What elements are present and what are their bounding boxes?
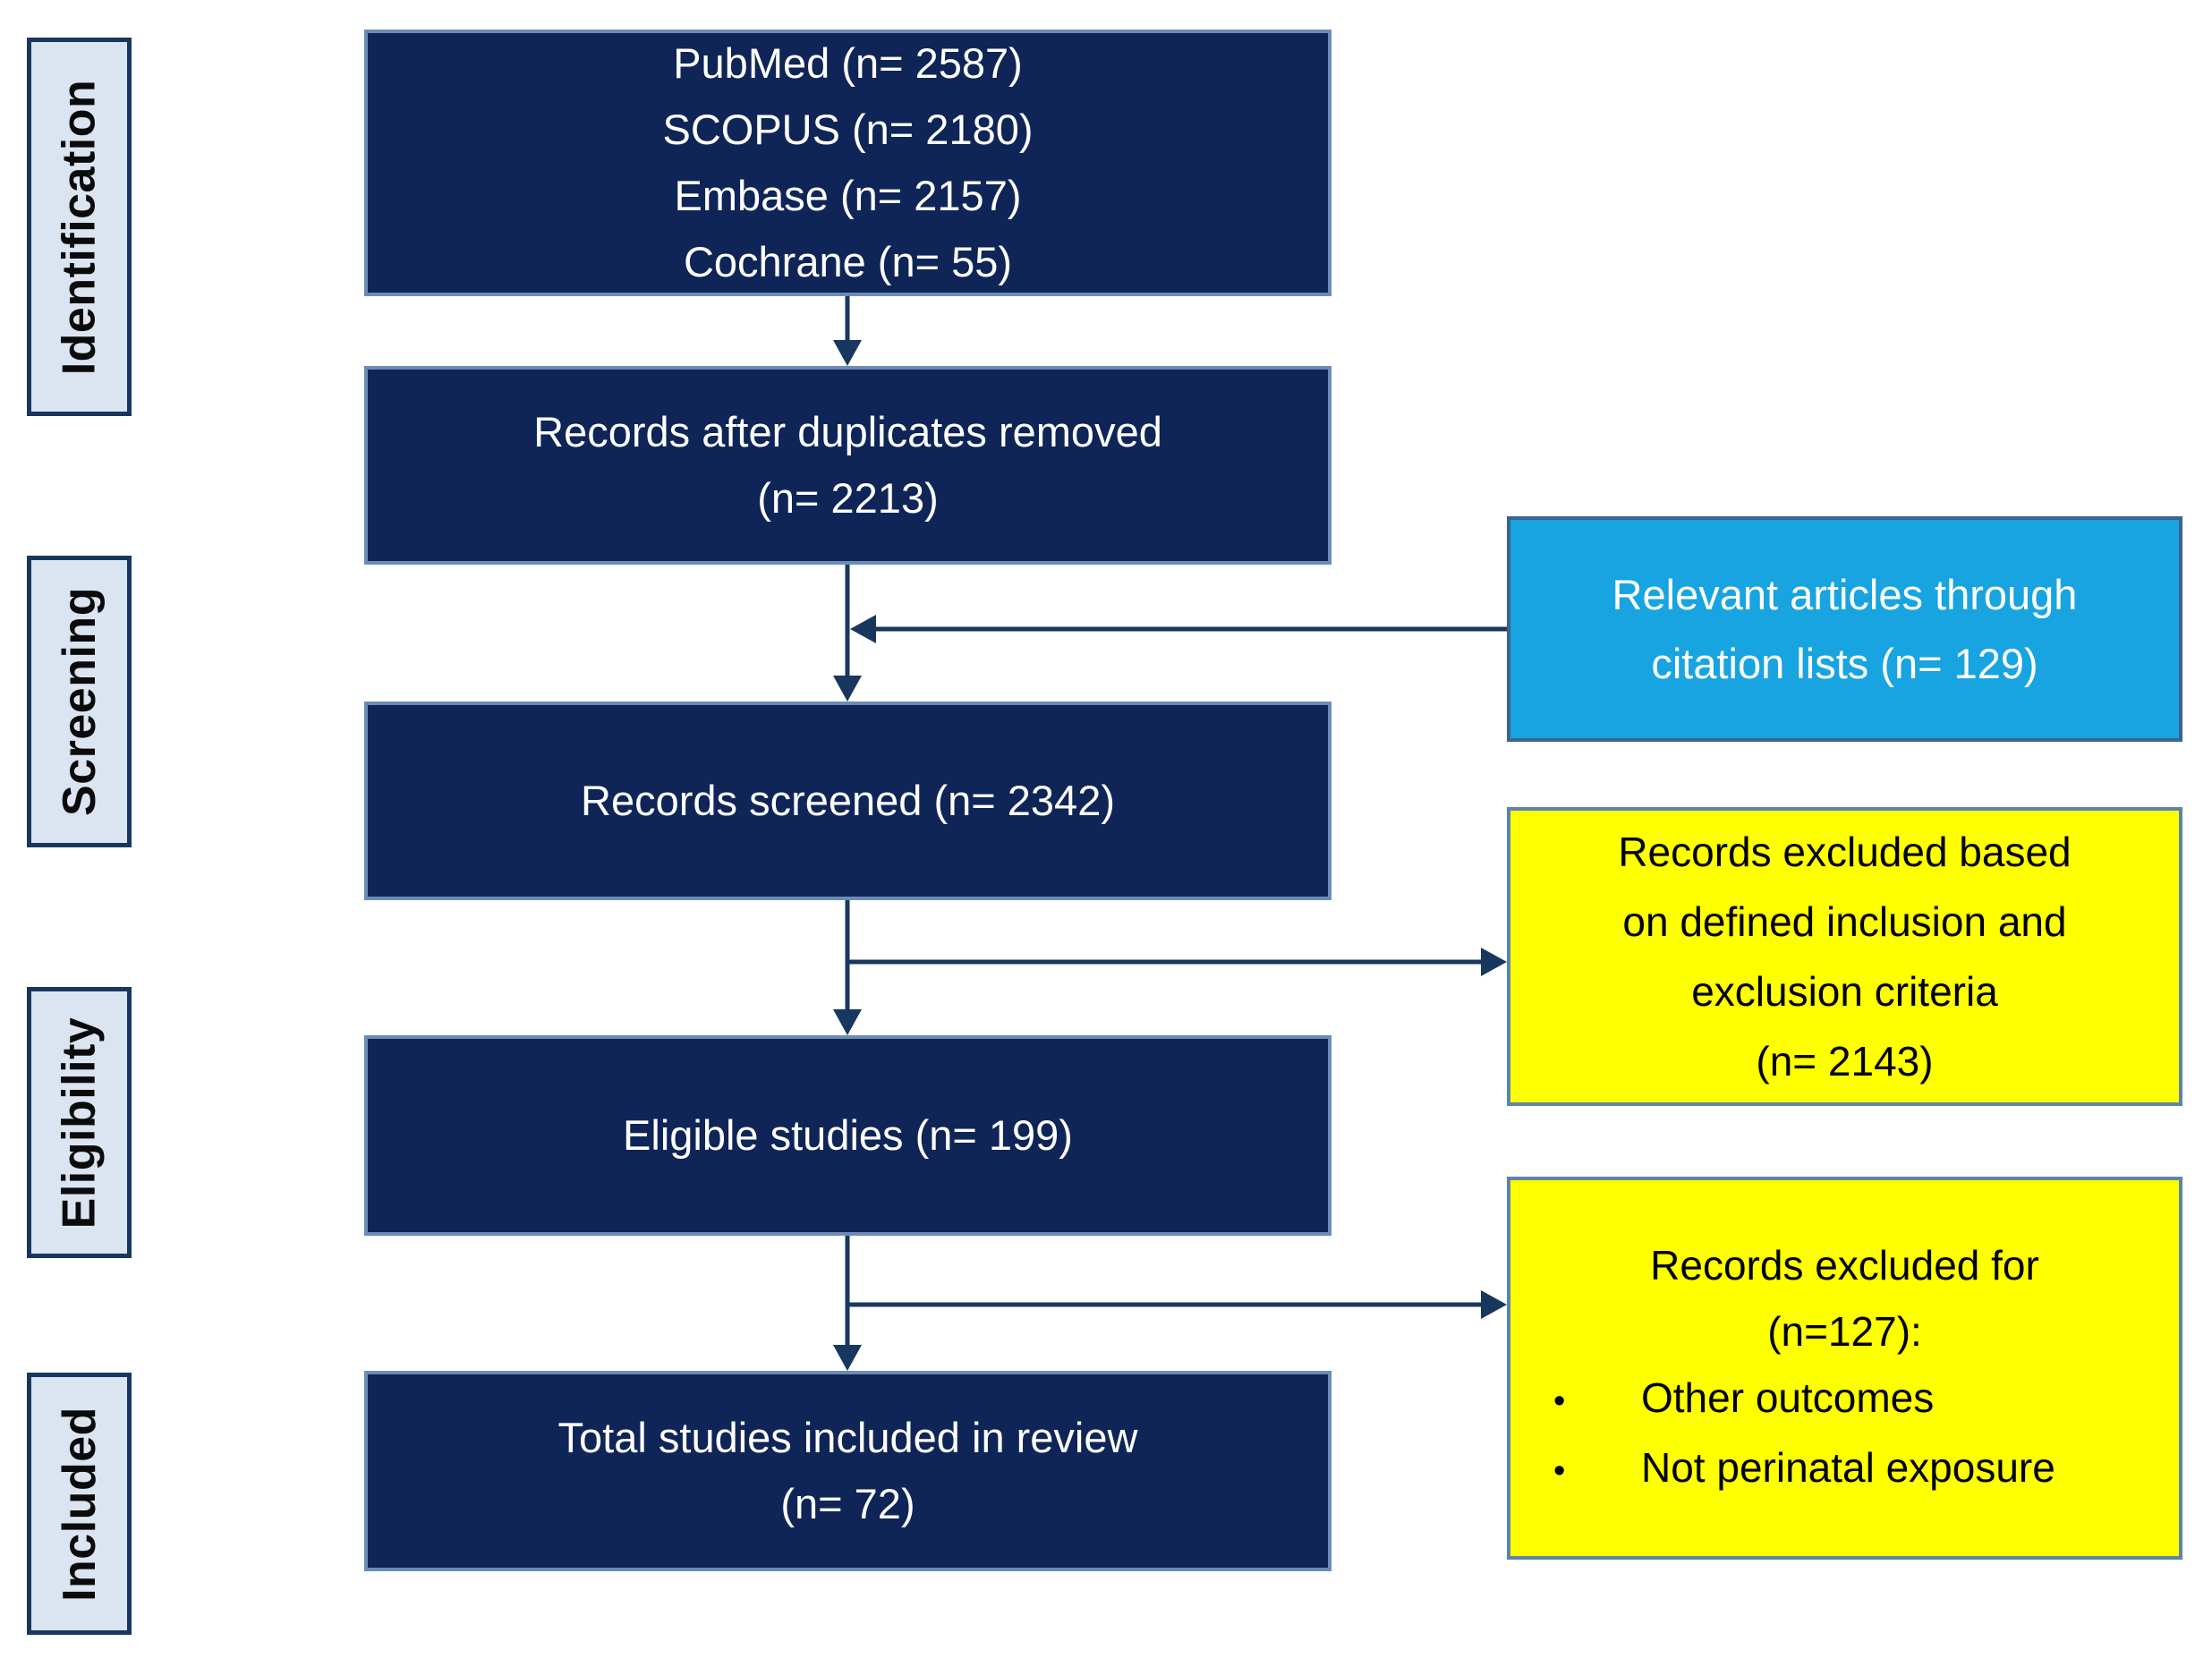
excluded-criteria-line3: exclusion criteria (1691, 968, 1998, 1015)
citation-articles-line2: citation lists (n= 129) (1651, 640, 2038, 687)
excluded-reason-not-perinatal: Not perinatal exposure (1641, 1444, 2055, 1491)
excluded-criteria-line2: on defined inclusion and (1622, 898, 2067, 945)
stage-label-screening-text: Screening (53, 587, 106, 816)
box-records-after-duplicates: Records after duplicates removed (n= 221… (364, 366, 1331, 565)
box-eligible-studies: Eligible studies (n= 199) (364, 1035, 1331, 1236)
citation-articles-line1: Relevant articles through (1612, 571, 2078, 618)
box-total-included: Total studies included in review (n= 72) (364, 1371, 1331, 1571)
records-after-duplicates-count: (n= 2213) (757, 474, 939, 522)
total-included-count: (n= 72) (780, 1480, 915, 1527)
bullet-icon: • (1553, 1452, 1566, 1490)
arrow-duplicates-to-screened (833, 565, 862, 702)
stage-label-included-text: Included (53, 1406, 106, 1602)
stage-label-eligibility-text: Eligibility (53, 1016, 106, 1229)
excluded-reason-item: • Other outcomes (1510, 1365, 2179, 1434)
stage-label-screening: Screening (27, 556, 132, 847)
source-embase: Embase (n= 2157) (674, 172, 1022, 219)
arrow-screened-to-eligible (833, 900, 862, 1035)
box-excluded-criteria: Records excluded based on defined inclus… (1507, 807, 2182, 1106)
arrow-sources-to-duplicates (833, 296, 862, 366)
excluded-reasons-heading: Records excluded for (1650, 1242, 2039, 1289)
source-scopus: SCOPUS (n= 2180) (662, 106, 1034, 153)
arrow-eligible-to-excluded-reasons (847, 1290, 1507, 1319)
arrow-eligible-to-total (833, 1236, 862, 1371)
excluded-reason-item: • Not perinatal exposure (1510, 1434, 2179, 1504)
box-citation-articles: Relevant articles through citation lists… (1507, 516, 2182, 742)
excluded-reasons-count: (n=127): (1767, 1308, 1922, 1355)
records-after-duplicates-text: Records after duplicates removed (533, 408, 1162, 455)
total-included-text: Total studies included in review (557, 1414, 1138, 1461)
records-screened-text: Records screened (n= 2342) (581, 777, 1115, 824)
source-cochrane: Cochrane (n= 55) (683, 238, 1013, 285)
eligible-studies-text: Eligible studies (n= 199) (623, 1111, 1073, 1159)
stage-label-identification-text: Identification (53, 79, 106, 375)
stage-label-eligibility: Eligibility (27, 987, 132, 1258)
excluded-criteria-line1: Records excluded based (1618, 829, 2072, 875)
box-records-screened: Records screened (n= 2342) (364, 702, 1331, 900)
box-database-sources: PubMed (n= 2587) SCOPUS (n= 2180) Embase… (364, 30, 1331, 296)
excluded-criteria-count: (n= 2143) (1756, 1038, 1934, 1084)
box-excluded-reasons: Records excluded for (n=127): • Other ou… (1507, 1177, 2182, 1560)
arrow-citation-to-flow (850, 615, 1507, 643)
source-pubmed: PubMed (n= 2587) (673, 39, 1023, 87)
arrow-screened-to-excluded-criteria (847, 948, 1507, 976)
bullet-icon: • (1553, 1382, 1566, 1420)
stage-label-included: Included (27, 1373, 132, 1635)
excluded-reason-other-outcomes: Other outcomes (1641, 1374, 1935, 1421)
stage-label-identification: Identification (27, 38, 132, 416)
